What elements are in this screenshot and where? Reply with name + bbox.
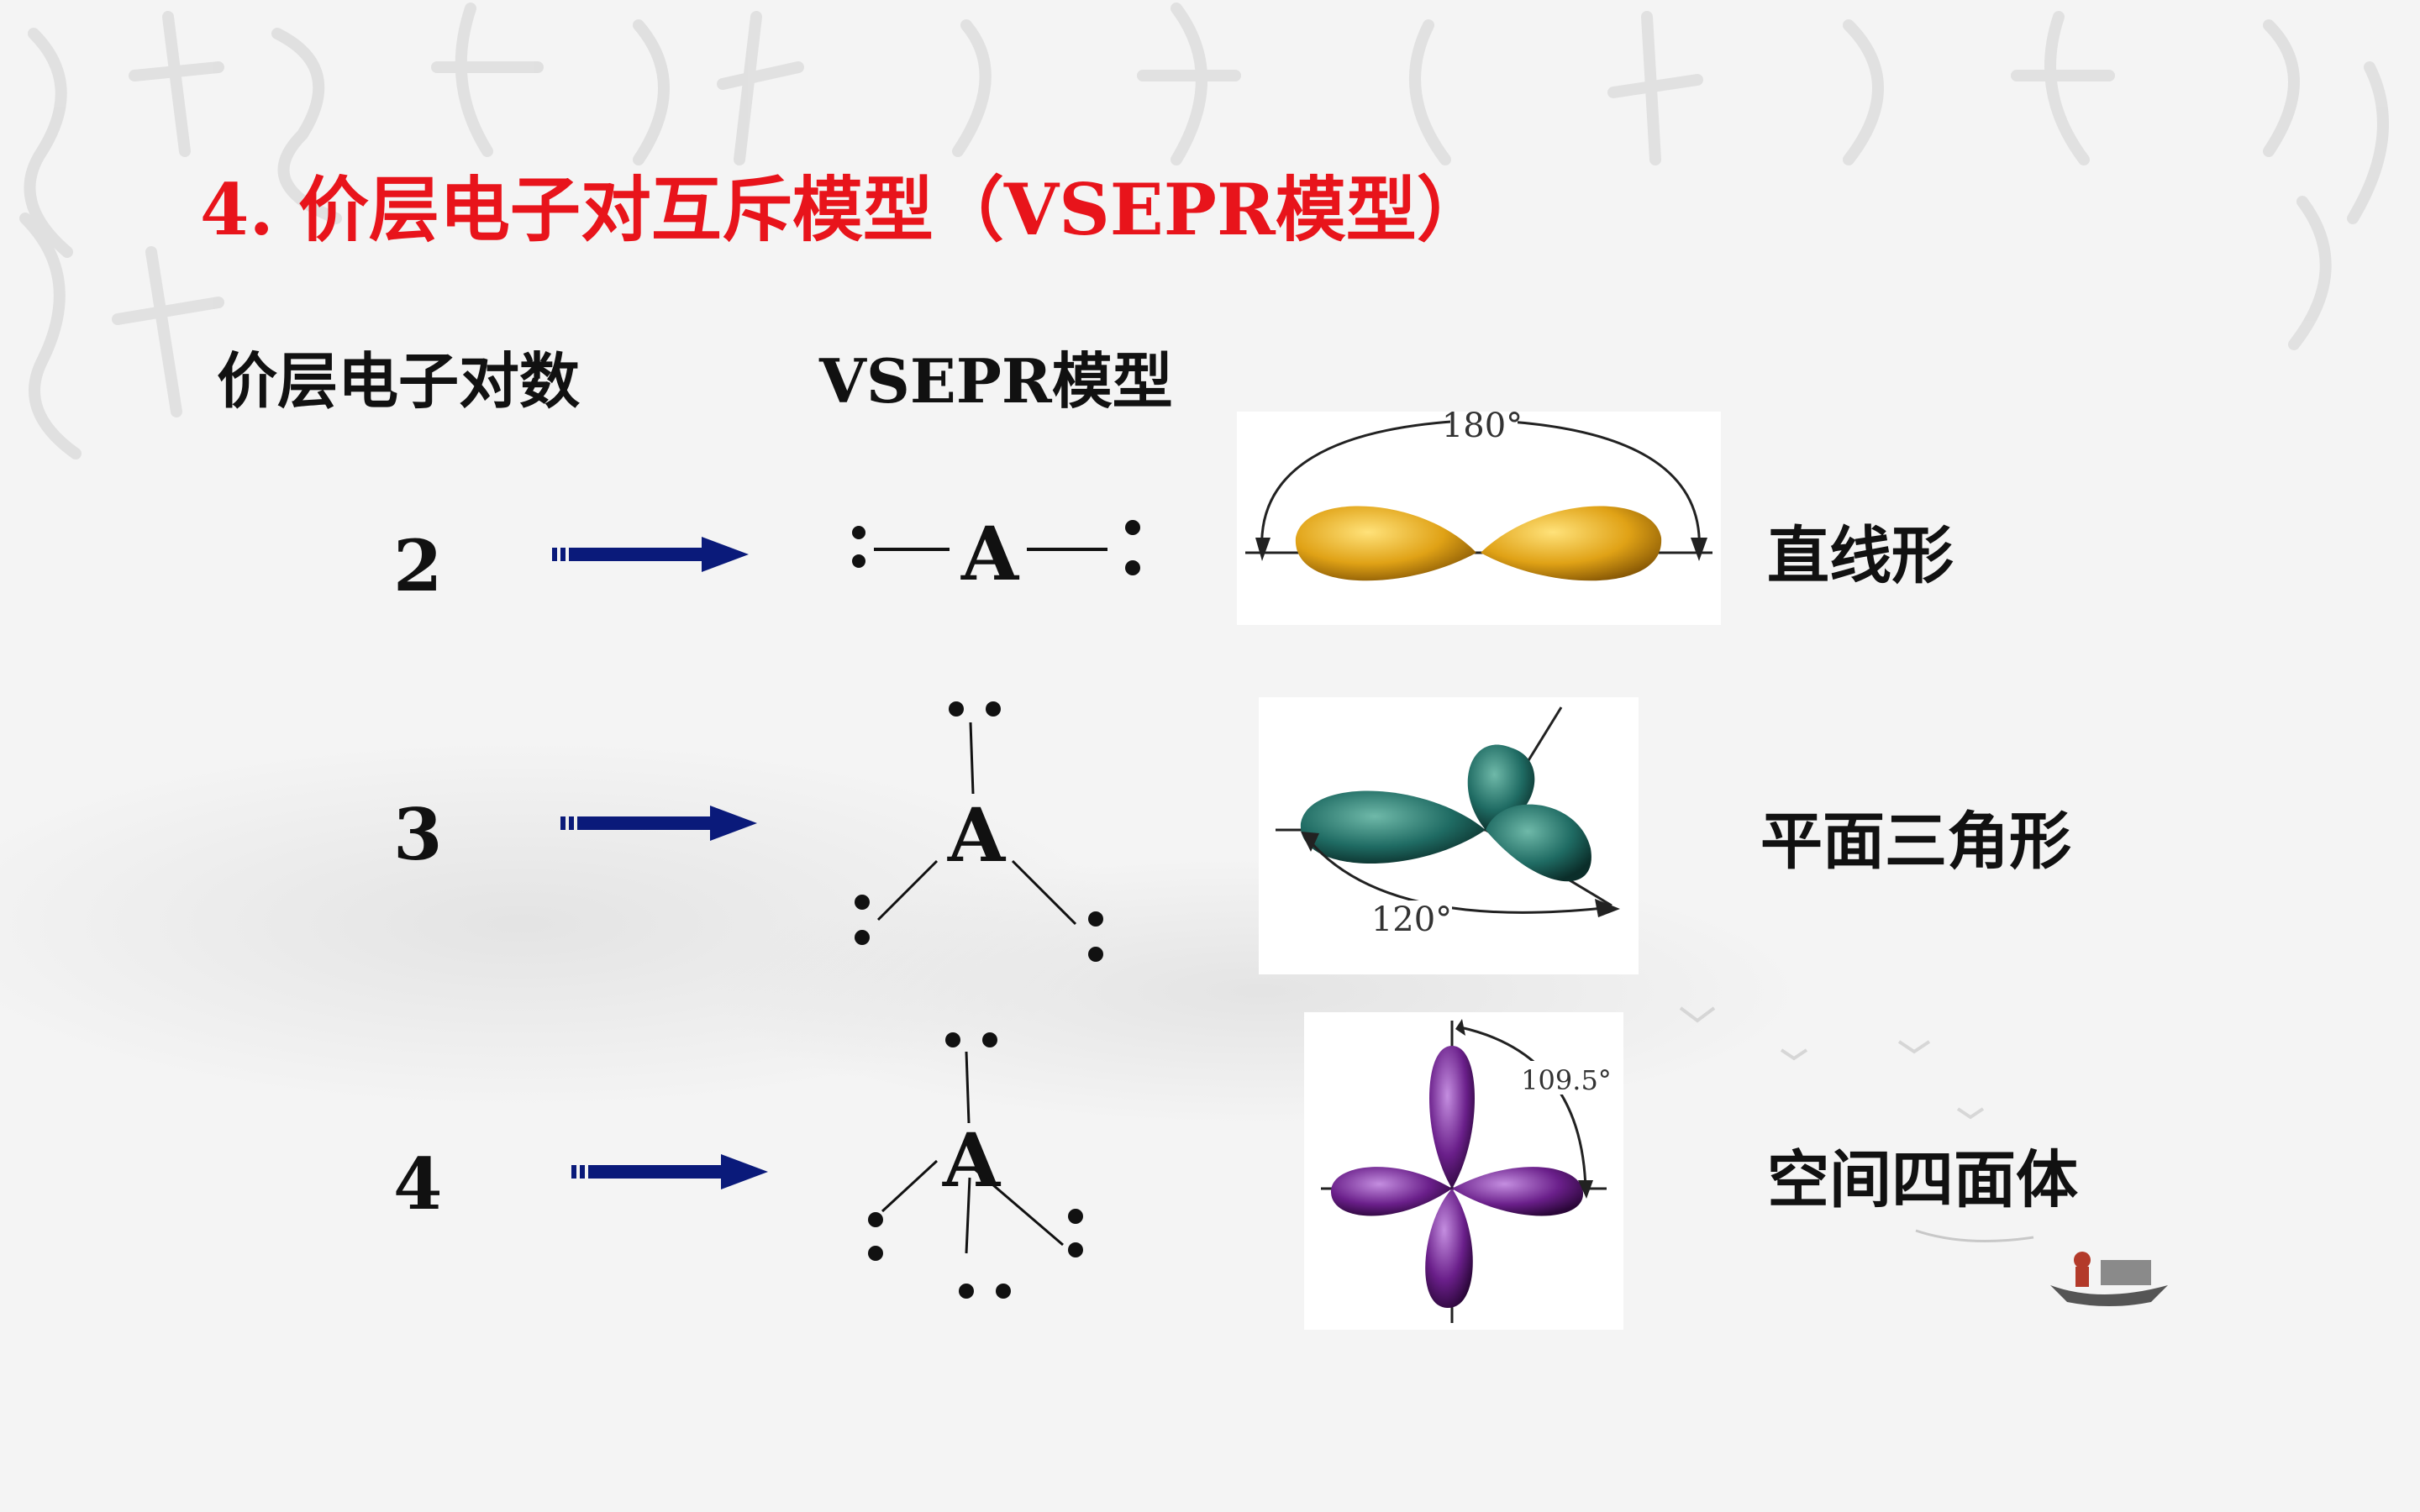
- pair-count-4: 4: [393, 1142, 443, 1226]
- center-atom: A: [960, 512, 1020, 597]
- orbital-trigonal: 120°: [1259, 697, 1639, 974]
- angle-label: 180°: [1442, 412, 1523, 445]
- arrow-right-icon: [571, 1154, 768, 1189]
- boat-icon: [1915, 1229, 2168, 1306]
- angle-label: 109.5°: [1521, 1064, 1612, 1096]
- header-electron-pairs: 价层电子对数: [217, 345, 581, 417]
- angle-label: 120°: [1371, 900, 1452, 939]
- header-vsepr-model: VSEPR模型: [819, 345, 1173, 417]
- center-atom: A: [947, 791, 1007, 879]
- pair-count-3: 3: [393, 793, 443, 876]
- orbital-linear: 180°: [1237, 412, 1721, 625]
- center-atom: A: [942, 1116, 1002, 1204]
- shape-tetrahedral: 空间四面体: [1767, 1144, 2078, 1216]
- pair-count-2: 2: [393, 524, 443, 607]
- slide-title: 4. 价层电子对互斥模型（VSEPR模型）: [200, 168, 1487, 251]
- lewis-tetrahedral: A: [868, 1032, 1083, 1299]
- lewis-linear: A: [852, 512, 1140, 597]
- shape-linear: 直线形: [1767, 520, 1954, 592]
- orbital-tetrahedral: 109.5°: [1304, 1012, 1623, 1330]
- arrow-right-icon: [560, 806, 757, 841]
- lewis-trigonal: A: [855, 701, 1103, 962]
- shape-trigonal-planar: 平面三角形: [1760, 806, 2071, 878]
- arrow-right-icon: [552, 537, 749, 572]
